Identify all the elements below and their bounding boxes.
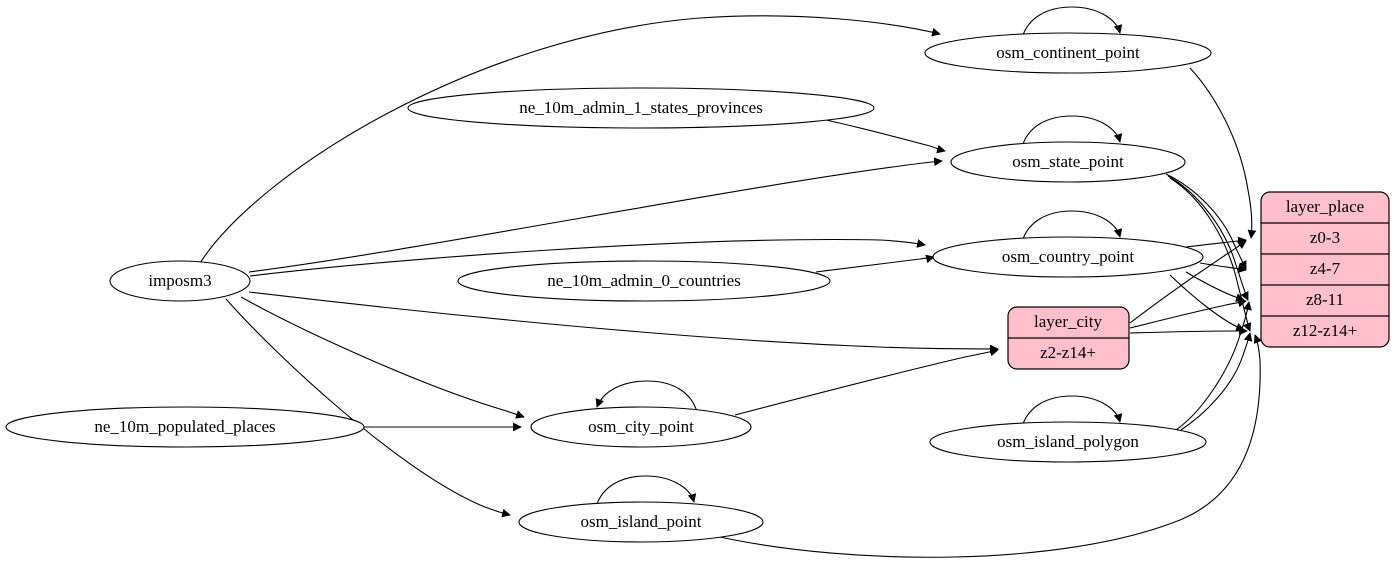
selfloop-osm_continent_point <box>1021 6 1123 39</box>
edge-layer_city-to-layer_place-z12_z14 <box>1129 326 1248 336</box>
edge-ne_admin0-to-osm_country_point <box>815 254 935 273</box>
edge-osm_state_point-to-layer_place-z12_z14 <box>1169 177 1252 332</box>
node-osm-island-point[interactable]: osm_island_point <box>518 501 764 543</box>
node-label-osm-island-point: osm_island_point <box>581 512 702 531</box>
selfloop-osm_state_point <box>1021 115 1123 148</box>
selfloop-osm_island_polygon <box>1021 395 1123 428</box>
edge-imposm3-to-osm_island_point <box>225 298 511 518</box>
edge-ne_admin1-to-osm_state_point <box>825 119 946 154</box>
record-row-layer-place-z4-7[interactable]: z4-7 <box>1310 259 1341 278</box>
node-label-osm-continent-point: osm_continent_point <box>996 43 1140 62</box>
records-layer: layer_place z0-3 z4-7 z8-11 z12-z14+ lay… <box>1007 191 1390 370</box>
node-label-ne-admin1: ne_10m_admin_1_states_provinces <box>519 98 763 117</box>
edge-osm_country_point-to-layer_place-z0_3 <box>1185 236 1247 248</box>
node-ne-10m-admin-1-states-provinces[interactable]: ne_10m_admin_1_states_provinces <box>407 87 875 129</box>
edge-imposm3-to-layer_city <box>248 291 999 354</box>
edge-imposm3-to-osm_city_point <box>240 296 525 419</box>
edge-osm_state_point-to-layer_place-z8_11 <box>1167 175 1249 301</box>
node-imposm3[interactable]: imposm3 <box>109 260 251 302</box>
node-ne-10m-admin-0-countries[interactable]: ne_10m_admin_0_countries <box>457 260 831 302</box>
edge-osm_city_point-to-layer_city <box>734 347 999 416</box>
record-row-layer-place-z0-3[interactable]: z0-3 <box>1310 228 1340 247</box>
node-label-imposm3: imposm3 <box>148 271 211 290</box>
node-osm-island-polygon[interactable]: osm_island_polygon <box>929 421 1207 463</box>
node-label-ne-populated-places: ne_10m_populated_places <box>94 417 275 436</box>
node-osm-continent-point[interactable]: osm_continent_point <box>924 32 1212 74</box>
node-label-osm-city-point: osm_city_point <box>588 417 694 436</box>
edge-layer_city-to-layer_place-z8_11 <box>1129 298 1247 329</box>
edge-osm_island_polygon-to-layer_place-z12_z14 <box>1177 332 1253 433</box>
nodes-layer: imposm3 ne_10m_admin_1_states_provinces … <box>5 32 1212 543</box>
record-row-layer-place-z8-11[interactable]: z8-11 <box>1306 290 1344 309</box>
record-row-layer-place-z12-z14plus[interactable]: z12-z14+ <box>1293 321 1357 340</box>
edge-imposm3-to-osm_country_point <box>249 238 926 277</box>
record-row-layer-place-title: layer_place <box>1286 197 1364 216</box>
edge-imposm3-to-osm_state_point <box>248 157 943 273</box>
node-label-osm-country-point: osm_country_point <box>1002 247 1134 266</box>
node-osm-state-point[interactable]: osm_state_point <box>950 141 1186 183</box>
node-ne-10m-populated-places[interactable]: ne_10m_populated_places <box>5 406 365 448</box>
edge-osm_country_point-to-layer_place-z8_11 <box>1185 271 1245 302</box>
node-label-ne-admin0: ne_10m_admin_0_countries <box>547 271 741 290</box>
selfloop-osm_country_point <box>1021 210 1123 243</box>
record-node-layer-city[interactable]: layer_city z2-z14+ <box>1007 306 1130 370</box>
edge-osm_continent_point-to-layer_place-z0_3 <box>1189 67 1257 239</box>
selfloop-osm_city_point <box>595 380 698 413</box>
edge-osm_island_point-to-layer_place-z12_z14 <box>719 334 1263 558</box>
node-osm-country-point[interactable]: osm_country_point <box>932 236 1204 278</box>
edge-osm_country_point-to-layer_place-z4_7 <box>1199 262 1247 274</box>
edge-imposm3-to-osm_continent_point <box>199 15 941 264</box>
edges-layer <box>199 6 1263 558</box>
edge-osm_state_point-to-layer_place-z4_7 <box>1165 173 1247 270</box>
record-row-layer-city-z2-z14plus[interactable]: z2-z14+ <box>1040 343 1096 362</box>
record-row-layer-city-title: layer_city <box>1034 312 1102 331</box>
edge-layer_city-to-layer_place-z0_3 <box>1129 240 1247 324</box>
node-label-osm-state-point: osm_state_point <box>1012 152 1124 171</box>
record-node-layer-place[interactable]: layer_place z0-3 z4-7 z8-11 z12-z14+ <box>1260 191 1390 348</box>
edge-osm_island_polygon-to-layer_place-z8_11 <box>1175 301 1252 431</box>
selfloop-osm_island_point <box>595 475 697 508</box>
node-osm-city-point[interactable]: osm_city_point <box>530 406 752 448</box>
node-label-osm-island-polygon: osm_island_polygon <box>997 432 1139 451</box>
